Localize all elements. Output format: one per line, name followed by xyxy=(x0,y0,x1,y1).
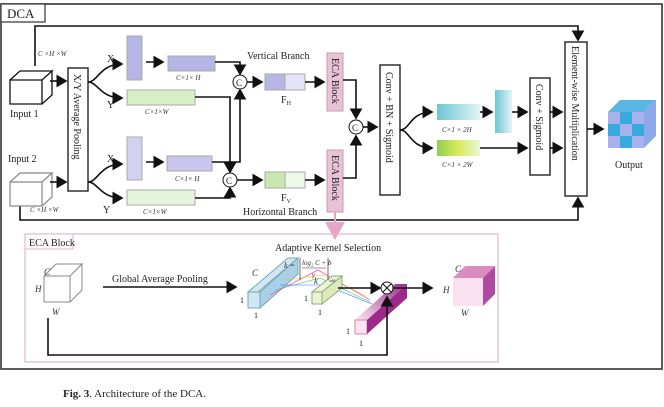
conv-sigmoid-box xyxy=(529,77,551,176)
conv-sigmoid-label: Conv + Sigmoid xyxy=(533,84,544,150)
attention-weights-vector xyxy=(354,284,407,335)
figure-caption: Fig. 3. Architecture of the DCA. xyxy=(63,388,206,400)
gap-label: Global Average Pooling xyxy=(112,274,208,285)
split-arrow-y xyxy=(87,181,124,205)
svg-text:γ: γ xyxy=(312,271,315,279)
dim-c1w-label: C×1×W xyxy=(145,108,170,116)
svg-text:k =: k = xyxy=(284,261,295,270)
split-arrow-x xyxy=(87,57,124,83)
split-arrow-x xyxy=(87,157,124,183)
dim-c: C xyxy=(44,267,51,277)
split-feature xyxy=(495,90,512,133)
dca-title: DCA xyxy=(7,6,35,21)
feature-c1h xyxy=(166,155,213,172)
skip-connection-top xyxy=(34,25,585,66)
input1-cube xyxy=(9,69,54,105)
fh-feature xyxy=(264,73,286,91)
dim-2h-label: C×1 × 2H xyxy=(442,126,473,134)
eca-block-label: ECA Block xyxy=(329,58,340,104)
fv-label: FV xyxy=(281,193,292,205)
input1-dim: C ×H ×W xyxy=(38,50,68,58)
conv-bn-sigmoid-label: Conv + BN + Sigmoid xyxy=(383,72,394,163)
arrow xyxy=(343,79,363,120)
dim-c1h-label: C×1× H xyxy=(175,175,200,183)
skip-connection-bottom xyxy=(19,196,585,221)
kernel-window xyxy=(310,274,344,306)
arrow xyxy=(399,105,434,131)
multiply-icon xyxy=(380,281,394,295)
x-label: X xyxy=(107,154,115,165)
kernel-size-k: k xyxy=(314,276,319,286)
concat-label: C xyxy=(236,78,242,88)
adaptive-kernel-selection-label: Adaptive Kernel Selection xyxy=(275,243,381,254)
dim-one: 1 xyxy=(304,294,308,303)
dim-c1w-label: C×1×W xyxy=(143,208,168,216)
dim-h: H xyxy=(442,285,450,295)
y-label: Y xyxy=(107,100,114,111)
feature-c1h xyxy=(167,55,216,72)
vertical-branch-label: Vertical Branch xyxy=(247,51,309,62)
eca-panel-title: ECA Block xyxy=(29,238,75,249)
eca-skip-connection xyxy=(47,295,394,356)
dim-c: C xyxy=(455,264,462,274)
output-label: Output xyxy=(615,160,643,171)
input2-label: Input 2 xyxy=(8,154,37,165)
svg-text:log₂ C + b: log₂ C + b xyxy=(302,259,332,267)
eca-output-cube xyxy=(453,266,495,306)
input2-cube xyxy=(9,171,54,207)
eca-block-label: ECA Block xyxy=(329,155,340,201)
output-cube xyxy=(608,100,656,148)
dca-frame: DCA xyxy=(0,3,663,370)
feature-c1w xyxy=(126,89,196,106)
arrow xyxy=(212,88,247,163)
kernel-size-formula: k = log₂ C + b γ odd xyxy=(284,258,336,283)
arrow xyxy=(215,61,247,76)
dim-w: W xyxy=(52,307,61,317)
dim-w: W xyxy=(461,308,470,318)
eca-input-cube xyxy=(43,262,84,303)
feature-c12w xyxy=(437,140,480,156)
x-label: X xyxy=(107,54,115,65)
dim-one: 1 xyxy=(254,311,258,320)
arrow xyxy=(399,129,434,155)
arrow xyxy=(195,96,237,174)
fh-label: FH xyxy=(281,95,292,107)
eca-detail-panel: ECA Block xyxy=(24,233,499,363)
feature-c12h xyxy=(437,104,480,120)
eca-block-upper xyxy=(326,52,344,112)
xy-average-pooling-label: X/Y Average Pooling xyxy=(71,74,82,160)
dim-one: 1 xyxy=(346,327,350,336)
fv-feature xyxy=(264,171,286,189)
dim-2w-label: C×1 × 2W xyxy=(442,161,474,169)
feature-c1w xyxy=(126,189,196,206)
channel-vector xyxy=(246,256,300,310)
input1-label: Input 1 xyxy=(10,109,39,120)
svg-text:odd: odd xyxy=(329,278,336,283)
x-pooled-feature xyxy=(126,35,143,81)
concat-label: C xyxy=(352,123,358,133)
x-pooled-feature xyxy=(126,136,143,181)
xy-average-pooling-box xyxy=(67,67,89,192)
dim-one: 1 xyxy=(240,296,244,305)
dim-h: H xyxy=(34,284,42,294)
arrow xyxy=(343,134,363,179)
input2-dim: C ×H ×W xyxy=(30,206,60,214)
fv-feature-part xyxy=(284,171,306,189)
dim-one: 1 xyxy=(359,339,363,348)
split-arrow-y xyxy=(87,81,124,105)
horizontal-branch-label: Horizontal Branch xyxy=(243,207,317,218)
y-label: Y xyxy=(103,205,110,216)
arrow xyxy=(195,186,237,199)
elementwise-label: Element-wise Multiplication xyxy=(569,46,580,161)
dim-one: 1 xyxy=(318,308,322,317)
elementwise-multiplication-box xyxy=(564,41,588,197)
dim-c1h-label: C×1× H xyxy=(176,74,201,82)
dim-c: C xyxy=(252,268,259,278)
concat-label: C xyxy=(226,176,232,186)
fh-feature-part xyxy=(284,73,306,91)
